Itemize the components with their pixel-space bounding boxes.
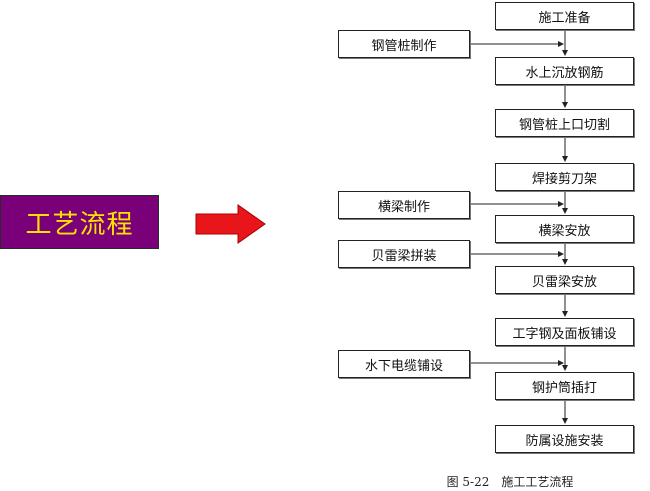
side-step-cable-laying: 水下电缆铺设 [338, 350, 470, 378]
step-pile-cut: 钢管桩上口切割 [495, 109, 634, 137]
step-ibeam-deck: 工字钢及面板铺设 [495, 318, 634, 346]
step-install-protection: 防属设施安装 [495, 425, 634, 453]
step-drive-casing: 钢护筒插打 [495, 372, 634, 400]
step-place-bailey: 贝雷梁安放 [495, 266, 634, 294]
step-place-beam: 横梁安放 [495, 215, 634, 243]
process-title-box: 工艺流程 [0, 195, 159, 249]
step-construction-prep: 施工准备 [495, 2, 634, 30]
step-weld-bracing: 焊接剪刀架 [495, 163, 634, 191]
side-step-pile-fabrication: 钢管桩制作 [338, 30, 470, 58]
side-step-bailey-assembly: 贝雷梁拼装 [338, 240, 470, 268]
side-step-beam-fabrication: 横梁制作 [338, 191, 470, 219]
process-title: 工艺流程 [25, 209, 134, 240]
step-sink-rebar: 水上沉放钢筋 [495, 57, 634, 85]
figure-caption: 图 5-22 施工工艺流程 [446, 475, 574, 489]
red-right-arrow-icon [195, 204, 266, 244]
